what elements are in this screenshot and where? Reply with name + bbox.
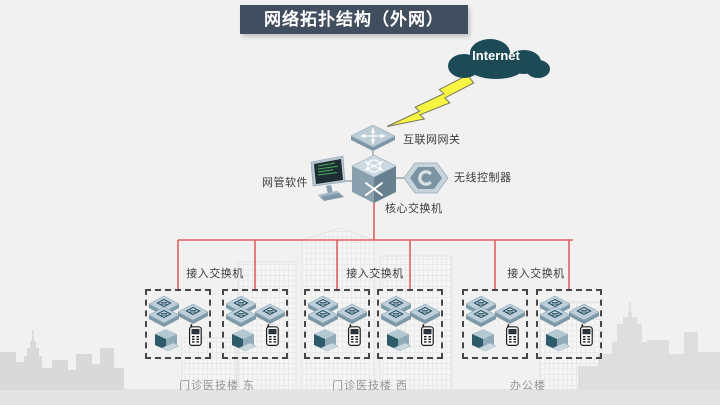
mobile-phone-icon <box>190 324 202 345</box>
wireless-controller-label: 无线控制器 <box>454 172 512 184</box>
page-title-text: 网络拓扑结构（外网） <box>264 10 444 29</box>
core-switch-node <box>350 155 398 205</box>
internet-label: Internet <box>472 48 520 63</box>
building-label-west: 门诊医技楼 西 <box>331 380 409 392</box>
access-switch-icon <box>495 304 525 324</box>
internet-gateway-node <box>351 123 395 153</box>
building-label-office: 办公楼 <box>510 380 546 392</box>
mobile-phone-icon <box>349 324 361 345</box>
access-switch-icon <box>569 304 599 324</box>
device-group-box-2 <box>222 289 288 359</box>
internet-cloud-node: Internet <box>440 36 552 82</box>
workstation-icon <box>232 329 256 351</box>
access-switch-label-2: 接入交换机 <box>346 268 404 280</box>
access-switch-label-1: 接入交换机 <box>186 268 244 280</box>
page-title: 网络拓扑结构（外网） <box>240 5 468 34</box>
mobile-phone-icon <box>267 324 279 345</box>
router-icon <box>351 125 395 151</box>
workstation-icon <box>387 329 411 351</box>
workstation-icon <box>546 329 570 351</box>
wireless-controller-node <box>403 162 449 194</box>
access-switch-icon <box>255 304 285 324</box>
access-switch-icon <box>410 304 440 324</box>
device-group-box-6 <box>536 289 602 359</box>
workstation-icon <box>472 329 496 351</box>
core-switch-label: 核心交换机 <box>385 203 443 215</box>
device-group-box-3 <box>304 289 370 359</box>
device-group-box-4 <box>377 289 443 359</box>
gateway-label: 互联网网关 <box>403 134 461 146</box>
workstation-icon <box>155 329 179 351</box>
monitor-icon <box>311 156 345 201</box>
cloud-icon <box>448 39 550 79</box>
access-switch-icon <box>178 304 208 324</box>
core-switch-3d-icon <box>352 155 396 203</box>
mobile-phone-icon <box>422 324 434 345</box>
nms-label: 网管软件 <box>262 177 308 189</box>
hexagon-controller-icon <box>404 163 448 193</box>
workstation-icon <box>314 329 338 351</box>
access-switch-label-3: 接入交换机 <box>507 268 565 280</box>
access-switch-icon <box>337 304 367 324</box>
mobile-phone-icon <box>507 324 519 345</box>
nms-node <box>308 155 350 203</box>
device-group-box-5 <box>462 289 528 359</box>
mobile-phone-icon <box>581 324 593 345</box>
building-label-east: 门诊医技楼 东 <box>178 380 256 392</box>
device-group-box-1 <box>145 289 211 359</box>
